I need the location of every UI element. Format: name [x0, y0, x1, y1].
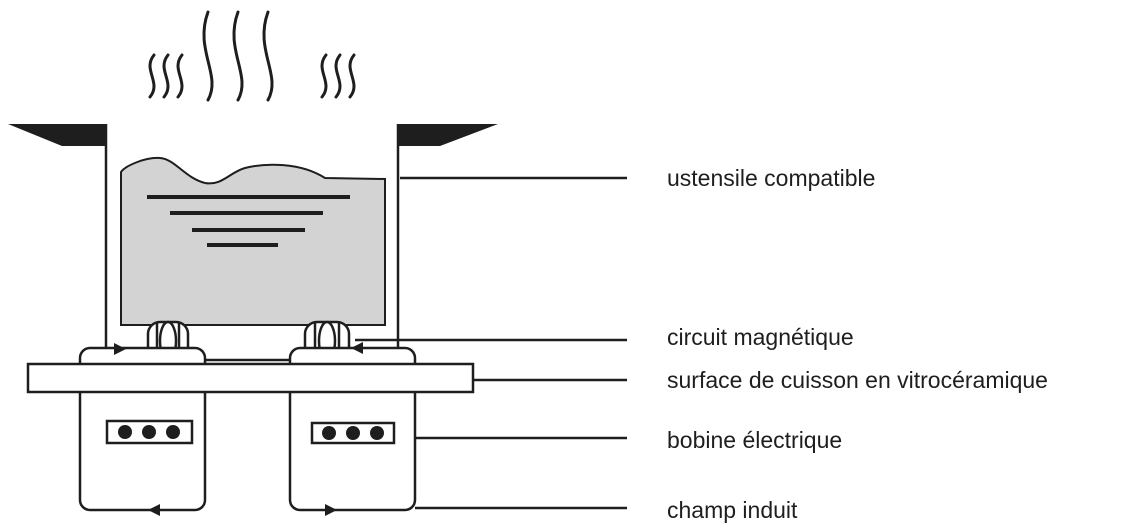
- label-magnetic-circuit: circuit magnétique: [667, 324, 854, 350]
- pan-body: [104, 124, 400, 362]
- label-cooking-surface: surface de cuisson en vitrocéramique: [667, 367, 1048, 393]
- coil-winding-right: [310, 421, 396, 445]
- pan-handle-right: [398, 124, 498, 146]
- arrow-right-icon: [325, 504, 337, 516]
- steam-icon: [148, 10, 356, 102]
- label-coil: bobine électrique: [667, 427, 842, 453]
- arrow-left-icon: [148, 504, 160, 516]
- leader-lines: [355, 176, 627, 510]
- pan-handle-left: [8, 124, 107, 146]
- arrow-right-icon: [114, 343, 126, 355]
- field-arrows: [114, 342, 363, 516]
- label-induced-field: champ induit: [667, 497, 798, 523]
- arrow-left-icon: [351, 342, 363, 354]
- contents-lines: [147, 195, 350, 247]
- pan-contents: [120, 156, 386, 326]
- cooking-surface: [26, 362, 475, 394]
- label-utensil: ustensile compatible: [667, 165, 875, 191]
- coil-winding-left: [105, 419, 194, 445]
